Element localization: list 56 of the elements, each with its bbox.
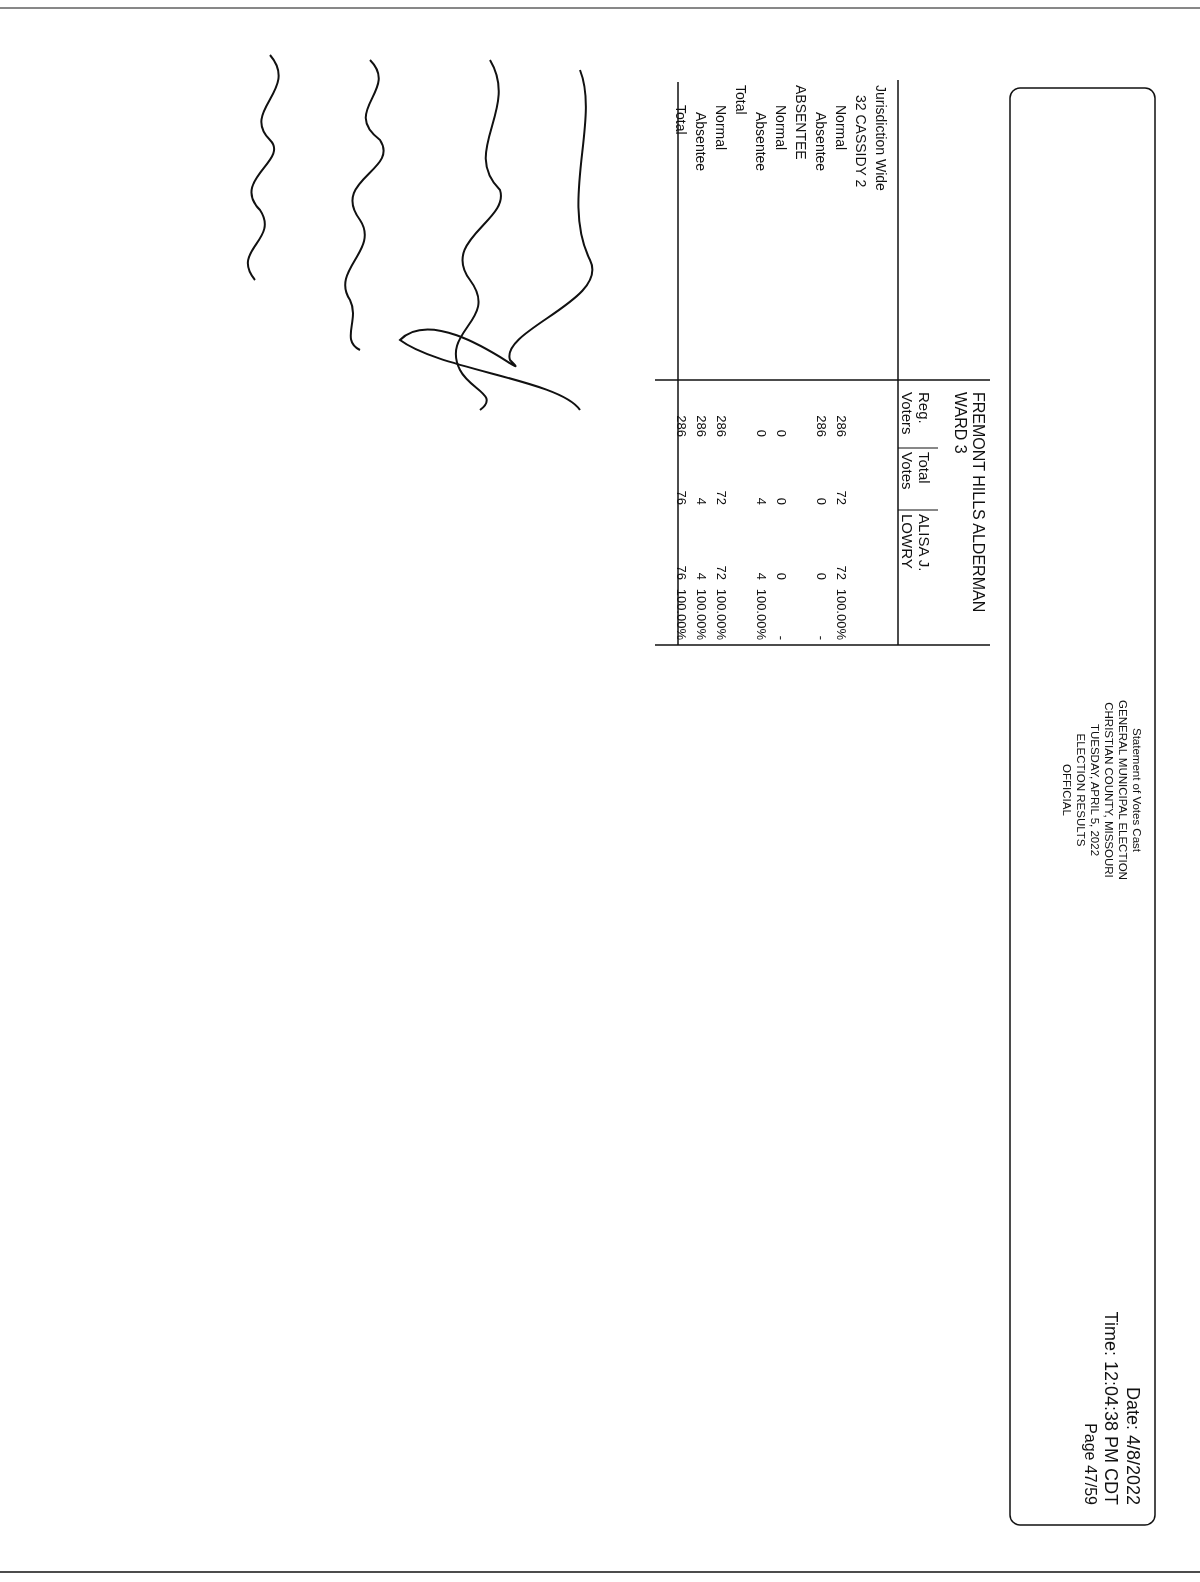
column-header: Votes — [900, 452, 915, 490]
row-label: Total — [734, 85, 748, 115]
table-cell: 286 — [815, 415, 828, 437]
row-label: Normal — [714, 105, 728, 151]
table-cell: 72 — [835, 490, 848, 505]
race-title: WARD 3 — [952, 392, 968, 454]
row-label: Normal — [834, 105, 848, 151]
row-label: 32 CASSIDY 2 — [854, 95, 868, 188]
row-label: Absentee — [814, 112, 828, 172]
table-cell: 0 — [775, 572, 788, 580]
header-text: GENERAL MUNICIPAL ELECTION — [1116, 700, 1128, 880]
row-label: Absentee — [754, 112, 768, 172]
column-header: Voters — [900, 392, 915, 435]
header-text: CHRISTIAN COUNTY, MISSOURI — [1102, 702, 1114, 878]
table-cell: 76 — [675, 565, 688, 580]
table-cell: 4 — [695, 497, 708, 505]
table-cell: 0 — [775, 497, 788, 505]
table-cell: 286 — [675, 415, 688, 437]
header-text: OFFICIAL — [1060, 764, 1072, 816]
table-cell: 72 — [715, 565, 728, 580]
row-label: Normal — [774, 105, 788, 151]
column-header: LOWRY — [900, 514, 915, 569]
table-cell: 76 — [675, 490, 688, 505]
table-cell: 0 — [815, 497, 828, 505]
table-cell: 0 — [815, 572, 828, 580]
table-cell: - — [815, 635, 828, 640]
table-cell: 4 — [755, 497, 768, 505]
table-cell: 0 — [755, 429, 768, 437]
date-text: Date: 4/8/2022 — [1124, 1386, 1142, 1505]
table-cell: 100.00% — [695, 588, 708, 640]
table-cell: 100.00% — [835, 588, 848, 640]
race-title: FREMONT HILLS ALDERMAN — [970, 392, 986, 613]
table-cell: 4 — [755, 572, 768, 580]
table-cell: 286 — [695, 415, 708, 437]
row-label: Jurisdiction Wide — [874, 85, 888, 191]
table-cell: 0 — [775, 429, 788, 437]
column-header: Total — [917, 452, 932, 484]
column-header: Reg. — [917, 392, 932, 424]
table-cell: 286 — [715, 415, 728, 437]
time-text: Time: 12:04:38 PM CDT — [1102, 1311, 1120, 1505]
row-label: ABSENTEE — [794, 85, 808, 160]
table-cell: 100.00% — [755, 588, 768, 640]
column-header: ALISA J. — [917, 514, 932, 572]
header-text: TUESDAY, APRIL 5, 2022 — [1088, 723, 1100, 857]
table-cell: 4 — [695, 572, 708, 580]
header-text: ELECTION RESULTS — [1074, 733, 1086, 847]
header-text: Statement of Votes Cast — [1130, 728, 1142, 852]
table-cell: 100.00% — [675, 588, 688, 640]
table-cell: 72 — [715, 490, 728, 505]
page-number: Page 47/59 — [1082, 1423, 1098, 1505]
table-cell: 286 — [835, 415, 848, 437]
table-cell: - — [775, 635, 788, 640]
table-cell: 100.00% — [715, 588, 728, 640]
table-cell: 72 — [835, 565, 848, 580]
row-label: Total — [674, 105, 688, 135]
row-label: Absentee — [694, 112, 708, 172]
